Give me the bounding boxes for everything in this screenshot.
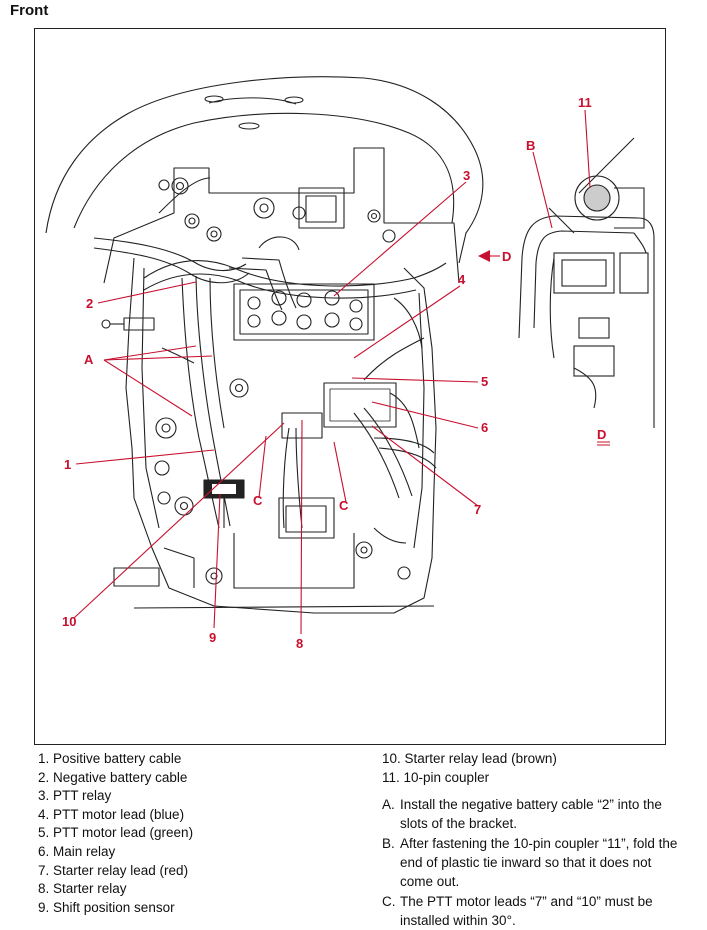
legend-item: 9. Shift position sensor [38,899,175,915]
engine-line-art [45,76,484,614]
note-letter: C. [382,894,396,910]
callout-8: 8 [296,636,303,651]
note-c: C. The PTT motor leads “7” and “10” must… [382,893,682,930]
legend-item: 11. 10-pin coupler [382,769,490,785]
legend-item: 8. Starter relay [38,881,127,897]
legend-item: 2. Negative battery cable [38,769,188,785]
engine-wiring-diagram: 1 2 3 4 5 6 7 8 9 10 11 A B C C D D [45,76,655,651]
callout-6: 6 [481,420,488,435]
callout-1: 1 [64,457,71,472]
legend-list-right: 10. Starter relay lead (brown) 11. 10-pi… [382,750,682,930]
diagram-frame [34,28,666,745]
note-letter: B. [382,836,395,852]
callout-b: B [526,138,535,153]
callout-a: A [84,352,94,367]
legend-item: 3. PTT relay [38,788,112,804]
callout-labels: 1 2 3 4 5 6 7 8 9 10 11 A B C C D D [62,95,606,651]
legend-item: 4. PTT motor lead (blue) [38,806,185,822]
notes-list: A. Install the negative battery cable “2… [382,796,682,930]
page-heading: Front [10,2,49,19]
legend-item: 1. Positive battery cable [38,751,182,766]
callout-c-right: C [339,498,349,513]
note-text: After fastening the 10-pin coupler “11”,… [400,836,678,889]
callout-3: 3 [463,168,470,183]
note-text: The PTT motor leads “7” and “10” must be… [400,894,653,928]
legend-item: 5. PTT motor lead (green) [38,825,194,841]
note-a: A. Install the negative battery cable “2… [382,796,682,833]
note-b: B. After fastening the 10-pin coupler “1… [382,835,682,891]
note-letter: A. [382,797,395,813]
legend-item: 7. Starter relay lead (red) [38,862,189,878]
callout-4: 4 [458,272,466,287]
legend-item: 6. Main relay [38,843,116,859]
callout-c-left: C [253,493,263,508]
callout-11: 11 [578,95,592,110]
detail-view-d [518,137,655,428]
callout-d-view: D [597,427,606,442]
callout-d-arrow: D [502,249,511,264]
callout-7: 7 [474,502,481,517]
callout-9: 9 [209,630,216,645]
legend-list-left: 1. Positive battery cable 2. Negative ba… [38,750,358,917]
legend-item: 10. Starter relay lead (brown) [382,751,557,766]
callout-2: 2 [86,296,93,311]
callout-leaders [73,109,610,635]
callout-5: 5 [481,374,488,389]
callout-10: 10 [62,614,76,629]
note-text: Install the negative battery cable “2” i… [400,797,662,831]
